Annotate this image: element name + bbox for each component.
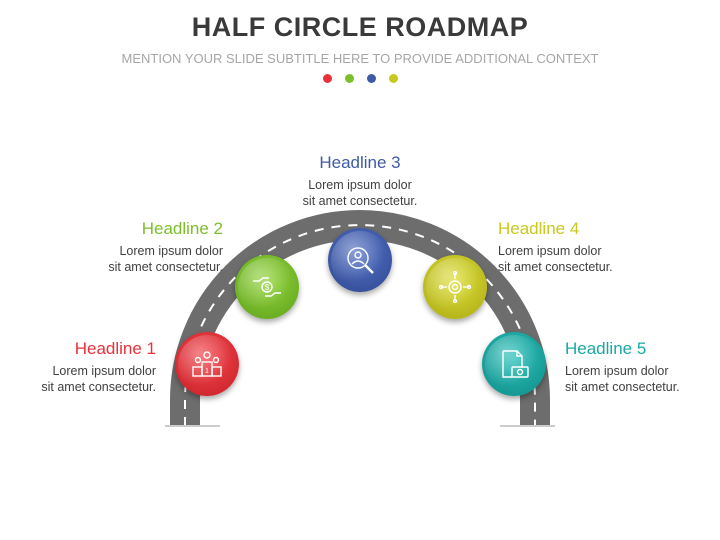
page-title: HALF CIRCLE ROADMAP <box>191 12 529 42</box>
step-5-node <box>482 332 546 396</box>
dot-green <box>344 74 354 83</box>
step-3-node <box>328 228 392 292</box>
dot-blue <box>366 74 376 83</box>
step-1-label: Headline 1 Lorem ipsum dolor sit amet co… <box>41 339 156 395</box>
step-3-text-line-1: Lorem ipsum dolor <box>308 178 412 192</box>
page-subtitle: MENTION YOUR SLIDE SUBTITLE HERE TO PROV… <box>121 51 599 66</box>
step-4-label: Headline 4 Lorem ipsum dolor sit amet co… <box>498 219 613 275</box>
step-1-headline: Headline 1 <box>74 339 156 358</box>
step-2-text-line-2: sit amet consectetur. <box>108 260 223 274</box>
step-2-node: $ <box>235 255 299 319</box>
svg-text:1: 1 <box>205 368 209 375</box>
money-hand-icon: $ <box>253 277 281 297</box>
step-5-text-line-2: sit amet consectetur. <box>565 380 680 394</box>
step-2-headline: Headline 2 <box>141 219 223 238</box>
step-1-text-line-2: sit amet consectetur. <box>41 380 156 394</box>
step-4-headline: Headline 4 <box>498 219 580 238</box>
step-3-label: Headline 3 Lorem ipsum dolor sit amet co… <box>260 153 460 209</box>
step-5-text-line-1: Lorem ipsum dolor <box>565 364 669 378</box>
step-2-label: Headline 2 Lorem ipsum dolor sit amet co… <box>108 219 223 275</box>
svg-text:$: $ <box>265 283 270 292</box>
step-1-text-line-1: Lorem ipsum dolor <box>52 364 156 378</box>
step-4-text-line-2: sit amet consectetur. <box>498 260 613 274</box>
decorative-dots <box>0 74 720 83</box>
step-4-text-line-1: Lorem ipsum dolor <box>498 244 602 258</box>
document-money-icon <box>502 350 529 378</box>
gear-network-icon <box>439 271 471 303</box>
podium-icon: 1 <box>192 351 222 377</box>
step-3-text-line-2: sit amet consectetur. <box>302 194 418 208</box>
step-2-text-line-1: Lorem ipsum dolor <box>119 244 223 258</box>
step-4-node <box>423 255 487 319</box>
search-person-icon <box>347 247 374 274</box>
step-3-headline: Headline 3 <box>319 153 401 172</box>
step-5-label: Headline 5 Lorem ipsum dolor sit amet co… <box>565 339 680 395</box>
dot-yellow <box>388 74 398 83</box>
step-1-node: 1 <box>175 332 239 396</box>
dot-red <box>322 74 332 83</box>
step-5-headline: Headline 5 <box>565 339 647 358</box>
